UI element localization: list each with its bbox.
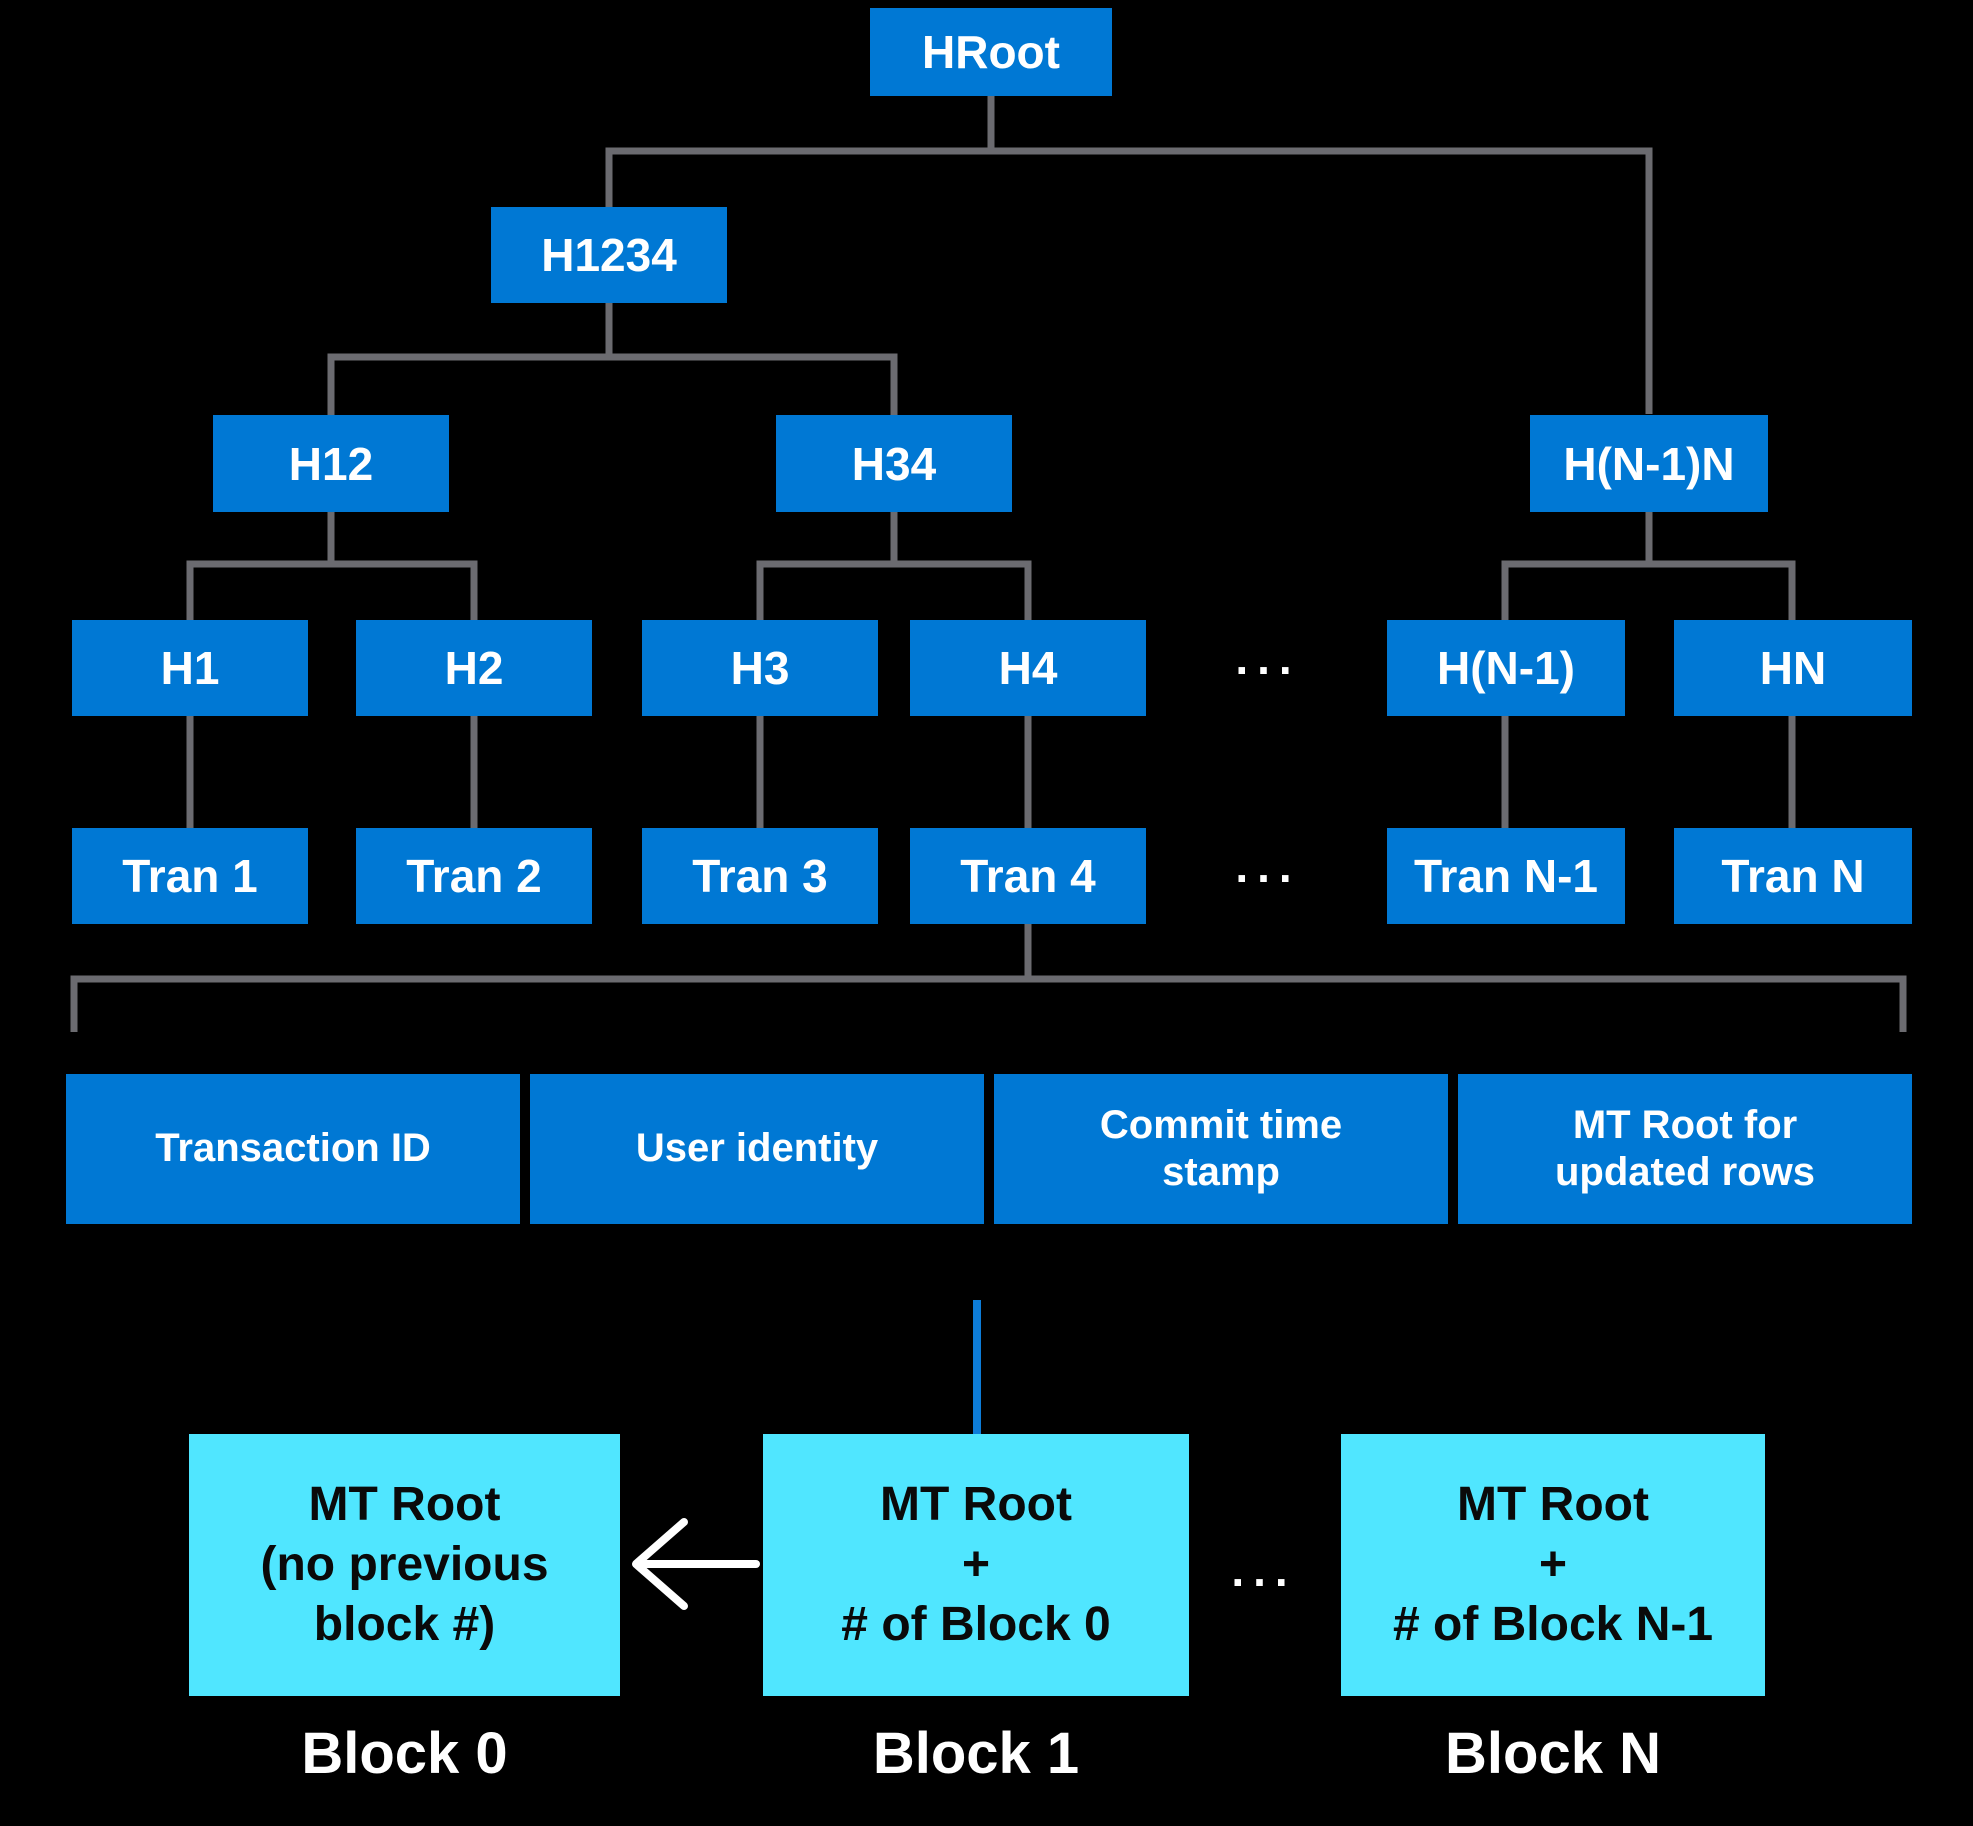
node-tran-n-label: Tran N (1721, 850, 1865, 902)
node-h34-label: H34 (851, 437, 937, 490)
block-n-box: MT Root + # of Block N-1 (1341, 1434, 1765, 1696)
node-h1-label: H1 (160, 642, 220, 694)
node-hn1n-label: H(N-1)N (1563, 437, 1735, 490)
node-tran-3: Tran 3 (642, 828, 878, 924)
node-tran-2: Tran 2 (356, 828, 592, 924)
node-h4-label: H4 (998, 642, 1058, 694)
node-tran-4-label: Tran 4 (960, 850, 1096, 902)
node-h3: H3 (642, 620, 878, 716)
blocks-ellipsis: ... (1231, 1544, 1297, 1596)
field-commit-time-stamp: Commit time stamp (994, 1074, 1448, 1224)
block-1-label: Block 1 (872, 1720, 1080, 1786)
node-tran-3-label: Tran 3 (692, 850, 828, 902)
tree-connector-hn1n (1501, 512, 1796, 620)
tree-connector-root (605, 96, 1653, 414)
previous-block-arrow-icon (632, 1518, 760, 1610)
node-h12-label: H12 (288, 437, 374, 490)
node-tran-n1: Tran N-1 (1387, 828, 1625, 924)
node-h34: H34 (776, 415, 1012, 512)
node-tran-1: Tran 1 (72, 828, 308, 924)
node-h3-label: H3 (730, 642, 790, 694)
tran-row-ellipsis: ... (1235, 840, 1301, 892)
node-tran-n: Tran N (1674, 828, 1912, 924)
field-transaction-id: Transaction ID (66, 1074, 520, 1224)
node-tran-n1-label: Tran N-1 (1413, 850, 1599, 902)
node-h2: H2 (356, 620, 592, 716)
node-hn-label: HN (1759, 642, 1827, 694)
tree-connector-h12 (186, 512, 478, 620)
node-hn1-label: H(N-1) (1437, 642, 1575, 694)
node-tran-1-label: Tran 1 (122, 850, 258, 902)
hash-row-ellipsis: ... (1235, 632, 1301, 684)
field-mt-root-updated-rows: MT Root for updated rows (1458, 1074, 1912, 1224)
node-hn1: H(N-1) (1387, 620, 1625, 716)
node-h2-label: H2 (444, 642, 504, 694)
node-h1234: H1234 (491, 207, 727, 303)
node-tran-2-label: Tran 2 (406, 850, 542, 902)
tree-connector-h1234 (327, 303, 898, 415)
node-hroot: HRoot (870, 8, 1112, 96)
node-h1234-label: H1234 (541, 229, 677, 281)
block-0-label: Block 0 (301, 1720, 508, 1786)
tree-connector-leaves-to-transactions (186, 716, 1796, 828)
node-h4: H4 (910, 620, 1146, 716)
node-h12: H12 (213, 415, 449, 512)
field-user-identity: User identity (530, 1074, 984, 1224)
block-n-label: Block N (1445, 1720, 1661, 1786)
node-tran-4: Tran 4 (910, 828, 1146, 924)
transaction-detail-bracket (70, 924, 1907, 1032)
block-0-box: MT Root (no previous block #) (189, 1434, 620, 1696)
node-hroot-label: HRoot (922, 26, 1060, 78)
block-1-box: MT Root + # of Block 0 (763, 1434, 1189, 1696)
node-h1: H1 (72, 620, 308, 716)
node-hn: HN (1674, 620, 1912, 716)
tree-connector-h34 (756, 512, 1032, 620)
node-hn1n: H(N-1)N (1530, 415, 1768, 512)
